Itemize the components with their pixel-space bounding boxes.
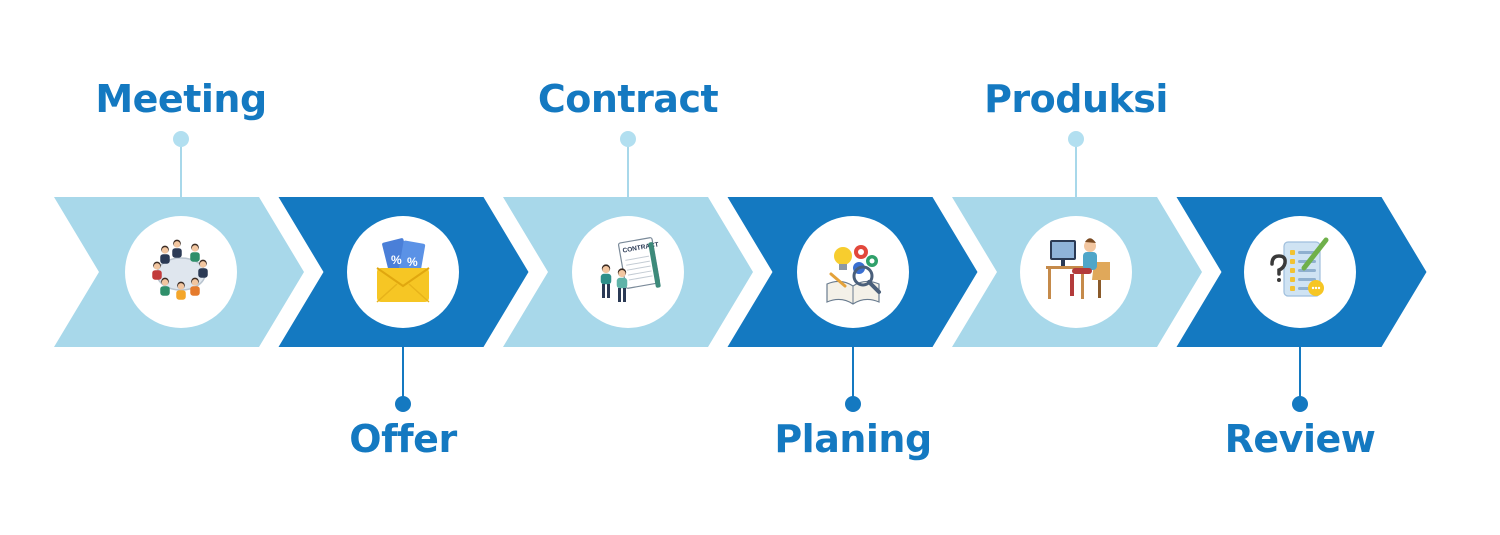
connector-dot-offer (395, 396, 411, 412)
step-label-planing: Planing (774, 417, 932, 461)
step-label-offer: Offer (349, 417, 457, 461)
step-label-contract: Contract (537, 77, 719, 121)
discount-envelope-icon: %% (376, 238, 430, 303)
svg-text:%: % (407, 255, 418, 269)
step-label-review: Review (1224, 417, 1376, 461)
connector-dot-review (1292, 396, 1308, 412)
meeting-table-icon (152, 239, 208, 300)
connector-dot-meeting (173, 131, 189, 147)
connector-dot-contract (620, 131, 636, 147)
step-label-produksi: Produksi (984, 77, 1168, 121)
svg-text:%: % (391, 253, 402, 267)
connector-dot-planing (845, 396, 861, 412)
planning-ideas-icon (826, 245, 881, 305)
review-checklist-icon (1270, 237, 1329, 297)
step-label-meeting: Meeting (95, 77, 267, 121)
developer-desk-icon (1046, 238, 1110, 299)
contract-handshake-icon: CONTRACT (600, 237, 661, 302)
icon-circle-planing (797, 216, 909, 328)
connector-dot-produksi (1068, 131, 1084, 147)
